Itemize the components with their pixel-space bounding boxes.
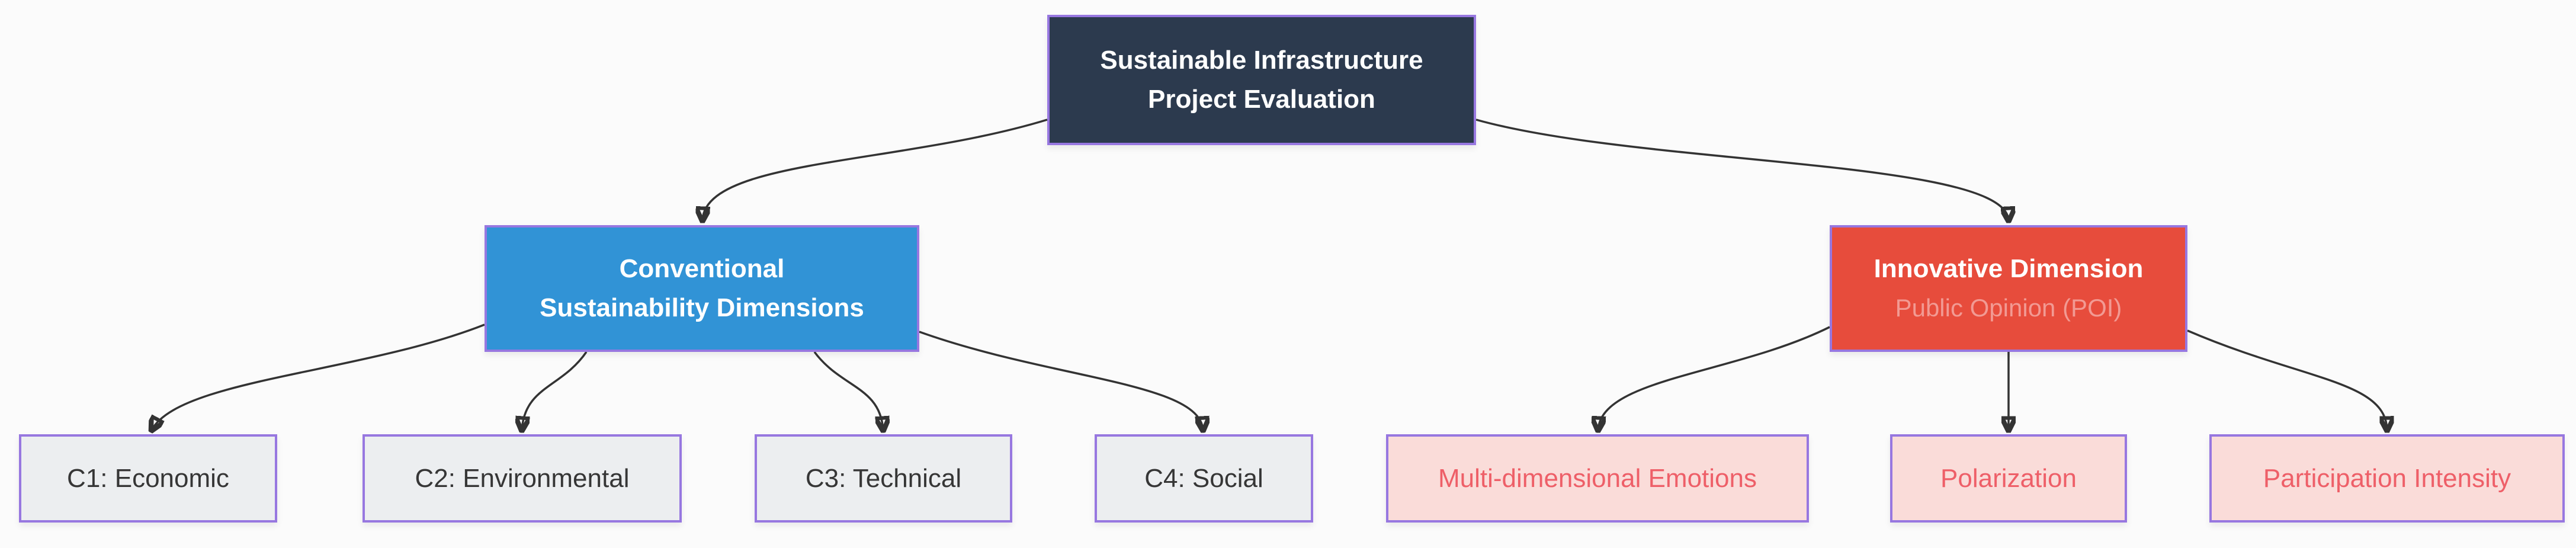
node-root: Sustainable Infrastructure Project Evalu… (1047, 15, 1476, 145)
edge-root-to-conventional (702, 118, 1048, 220)
edge-innovative-to-m3 (2187, 329, 2387, 430)
edge-conventional-to-c4 (919, 331, 1203, 430)
node-c4-social: C4: Social (1095, 434, 1313, 523)
node-c4-label: C4: Social (1144, 463, 1263, 493)
node-participation-intensity: Participation Intensity (2209, 434, 2565, 523)
edge-conventional-to-c1 (152, 323, 485, 430)
node-c1-economic: C1: Economic (19, 434, 277, 523)
node-m1-label: Multi-dimensional Emotions (1438, 463, 1757, 493)
node-root-label-line1: Sustainable Infrastructure (1100, 46, 1423, 75)
edge-conventional-to-c2 (522, 351, 588, 430)
node-innovative-title: Innovative Dimension (1874, 254, 2144, 283)
node-root-label-line2: Project Evaluation (1148, 85, 1375, 114)
node-c2-environmental: C2: Environmental (362, 434, 682, 523)
node-conventional-dimensions: Conventional Sustainability Dimensions (485, 225, 919, 352)
node-conventional-label-line2: Sustainability Dimensions (540, 293, 864, 322)
node-multi-dimensional-emotions: Multi-dimensional Emotions (1386, 434, 1809, 523)
node-conventional-label-line1: Conventional (619, 254, 785, 283)
edge-root-to-innovative (1475, 118, 2009, 220)
node-c2-label: C2: Environmental (415, 463, 630, 493)
node-innovative-dimension: Innovative Dimension Public Opinion (POI… (1830, 225, 2187, 352)
node-innovative-subtitle: Public Opinion (POI) (1895, 294, 2122, 322)
node-c3-technical: C3: Technical (755, 434, 1012, 523)
node-m2-label: Polarization (1940, 463, 2077, 493)
node-polarization: Polarization (1890, 434, 2127, 523)
edge-conventional-to-c3 (813, 351, 883, 430)
edge-innovative-to-m1 (1598, 326, 1830, 430)
node-m3-label: Participation Intensity (2263, 463, 2511, 493)
node-c1-label: C1: Economic (67, 463, 229, 493)
node-c3-label: C3: Technical (805, 463, 962, 493)
